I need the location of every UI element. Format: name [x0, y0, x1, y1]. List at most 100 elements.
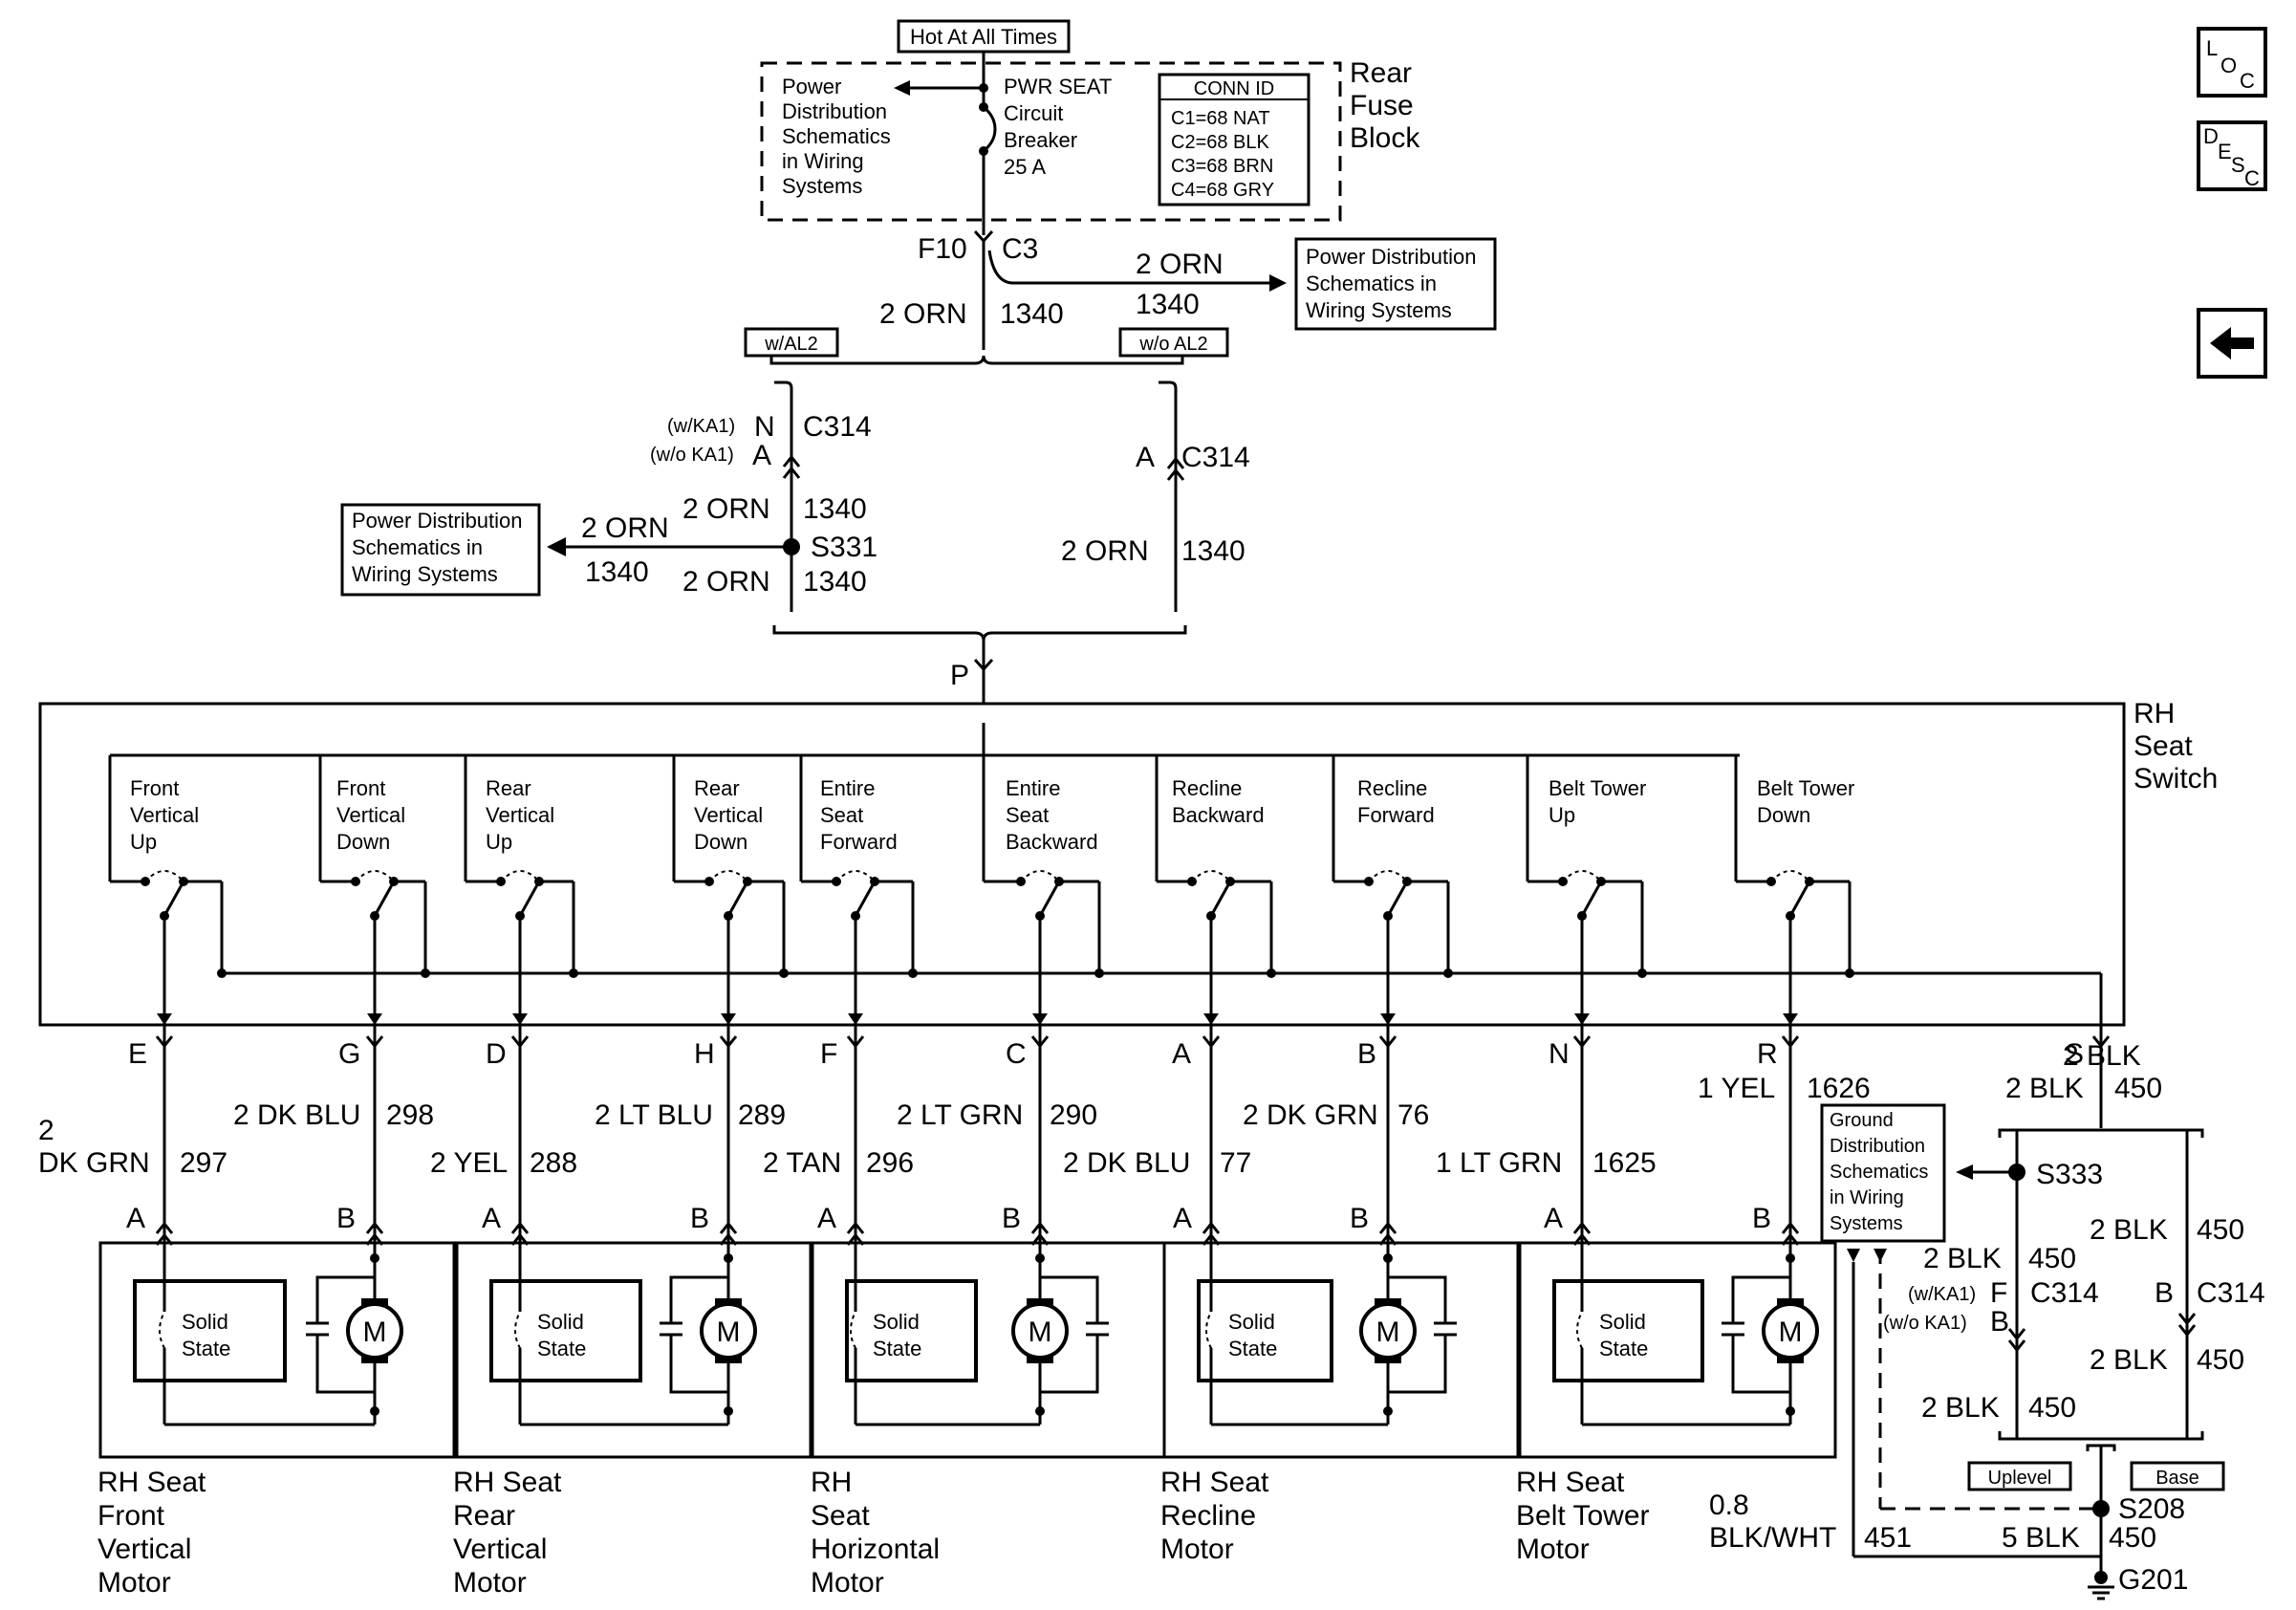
svg-text:Seat: Seat	[820, 803, 863, 827]
c314-label: C314	[2030, 1277, 2099, 1309]
circuit-number-label: 1340	[1000, 298, 1064, 330]
svg-text:M: M	[363, 1316, 387, 1348]
svg-text:Up: Up	[1549, 803, 1575, 827]
circuit-breaker-icon	[982, 105, 997, 153]
motor-pin-label: B	[336, 1203, 356, 1234]
pin-a-label: A	[1136, 442, 1155, 473]
motor-label: RH Seat	[1160, 1467, 1269, 1498]
wire-label: 2 DK BLU 298	[233, 1099, 434, 1131]
svg-text:Block: Block	[1350, 122, 1420, 154]
power-distribution-reference-left: Power Distribution Schematics in Wiring …	[782, 75, 891, 198]
wire-color-label: 5 BLK	[2002, 1522, 2080, 1554]
svg-text:Down: Down	[336, 830, 390, 854]
wire-color-label: 2 ORN	[1136, 249, 1224, 280]
svg-text:Entire: Entire	[820, 776, 875, 800]
svg-text:Rear: Rear	[1350, 57, 1412, 89]
svg-text:Power: Power	[782, 75, 841, 98]
svg-text:1625: 1625	[1592, 1147, 1657, 1179]
circuit-number-label: 450	[2028, 1392, 2076, 1424]
svg-text:2 DK BLU: 2 DK BLU	[1063, 1147, 1190, 1179]
svg-text:C4=68 GRY: C4=68 GRY	[1171, 180, 1274, 201]
without-ka1-label: (w/o KA1)	[1883, 1313, 1967, 1334]
pin-p-label: P	[950, 660, 969, 691]
svg-text:Switch: Switch	[2134, 763, 2218, 794]
svg-text:Power Distribution: Power Distribution	[352, 509, 523, 533]
svg-text:Base: Base	[2155, 1468, 2199, 1489]
capacitor-icon	[660, 1275, 728, 1394]
svg-text:M: M	[717, 1316, 741, 1348]
harness-wire-8: B	[1357, 1025, 1397, 1243]
svg-text:1626: 1626	[1807, 1073, 1871, 1104]
harness-wire-7: A	[1172, 1025, 1221, 1243]
rh-seat-switch-label: RH Seat Switch	[2134, 698, 2218, 794]
motor-label: Vertical	[453, 1534, 547, 1565]
base-option-tag: Base	[2130, 1461, 2225, 1491]
circuit-number-label: 450	[2109, 1522, 2156, 1554]
loc-button[interactable]: L O C	[2197, 27, 2267, 98]
wire-color-label: 2 BLK	[2090, 1214, 2168, 1246]
motor-label: Seat	[811, 1500, 870, 1532]
circuit-number-label: 1340	[803, 493, 867, 525]
connector-id-table: CONN ID C1=68 NAT C2=68 BLK C3=68 BRN C4…	[1158, 73, 1310, 207]
circuit-number-label: 1340	[585, 556, 649, 588]
pin-label: H	[694, 1038, 715, 1070]
svg-text:298: 298	[386, 1099, 434, 1131]
wire-color-label: 2 ORN	[1061, 535, 1149, 567]
svg-text:C3=68 BRN: C3=68 BRN	[1171, 156, 1273, 177]
svg-text:Recline: Recline	[1172, 776, 1242, 800]
wire-gauge-label: 0.8	[1709, 1490, 1749, 1521]
pin-label: C	[1006, 1038, 1027, 1070]
svg-text:2 DK BLU: 2 DK BLU	[233, 1099, 360, 1131]
wire-color-label: 2 BLK	[2005, 1073, 2084, 1104]
c314-label: C314	[2197, 1277, 2265, 1309]
svg-text:State: State	[537, 1337, 586, 1360]
circuit-number-label: 1340	[803, 566, 867, 598]
svg-text:25 A: 25 A	[1004, 155, 1046, 179]
svg-text:2 TAN: 2 TAN	[763, 1147, 841, 1179]
s333-label: S333	[2036, 1159, 2103, 1190]
wire-color-label: 2 ORN	[682, 493, 770, 525]
wire-color-label: 2 BLK	[1923, 1243, 2002, 1274]
with-ka1-label: (w/KA1)	[667, 416, 735, 437]
pin-label: F	[820, 1038, 837, 1070]
pin-b-label: B	[2155, 1277, 2174, 1309]
desc-button[interactable]: D E S C	[2197, 120, 2267, 191]
svg-text:Systems: Systems	[1830, 1213, 1903, 1234]
without-ka1-label: (w/o KA1)	[650, 445, 734, 466]
svg-text:M: M	[1376, 1316, 1400, 1348]
svg-text:Schematics: Schematics	[1830, 1162, 1928, 1183]
svg-text:1 LT GRN: 1 LT GRN	[1436, 1147, 1562, 1179]
svg-text:Hot At All Times: Hot At All Times	[910, 25, 1057, 49]
svg-text:Vertical: Vertical	[486, 803, 554, 827]
svg-text:C1=68 NAT: C1=68 NAT	[1171, 108, 1270, 129]
capacitor-icon	[306, 1275, 375, 1394]
svg-text:Breaker: Breaker	[1004, 128, 1077, 152]
wire-color-label: 2 ORN	[879, 298, 967, 330]
motor-label: Recline	[1160, 1500, 1256, 1532]
svg-text:Wiring Systems: Wiring Systems	[352, 562, 498, 586]
power-distribution-reference-mid: Power Distribution Schematics in Wiring …	[340, 503, 541, 597]
svg-text:C: C	[2244, 166, 2260, 190]
rear-fuse-block-label: Rear Fuse Block	[1350, 57, 1420, 154]
svg-text:Rear: Rear	[694, 776, 740, 800]
pwr-seat-circuit-breaker-label: PWR SEAT Circuit Breaker 25 A	[1004, 75, 1112, 179]
motor-icon: M	[346, 1298, 403, 1363]
ground-g201-icon	[2088, 1571, 2114, 1600]
svg-text:Uplevel: Uplevel	[1988, 1468, 2052, 1489]
svg-text:Schematics in: Schematics in	[1306, 272, 1437, 295]
svg-text:2 LT GRN: 2 LT GRN	[897, 1099, 1023, 1131]
harness-wire-1: E	[128, 1025, 174, 1243]
option-bracket	[769, 355, 1184, 365]
harness-wire-4: H	[694, 1025, 738, 1243]
svg-text:State: State	[873, 1337, 921, 1360]
back-button[interactable]	[2197, 308, 2267, 379]
wire-color-label: BLK/WHT	[1709, 1522, 1836, 1554]
